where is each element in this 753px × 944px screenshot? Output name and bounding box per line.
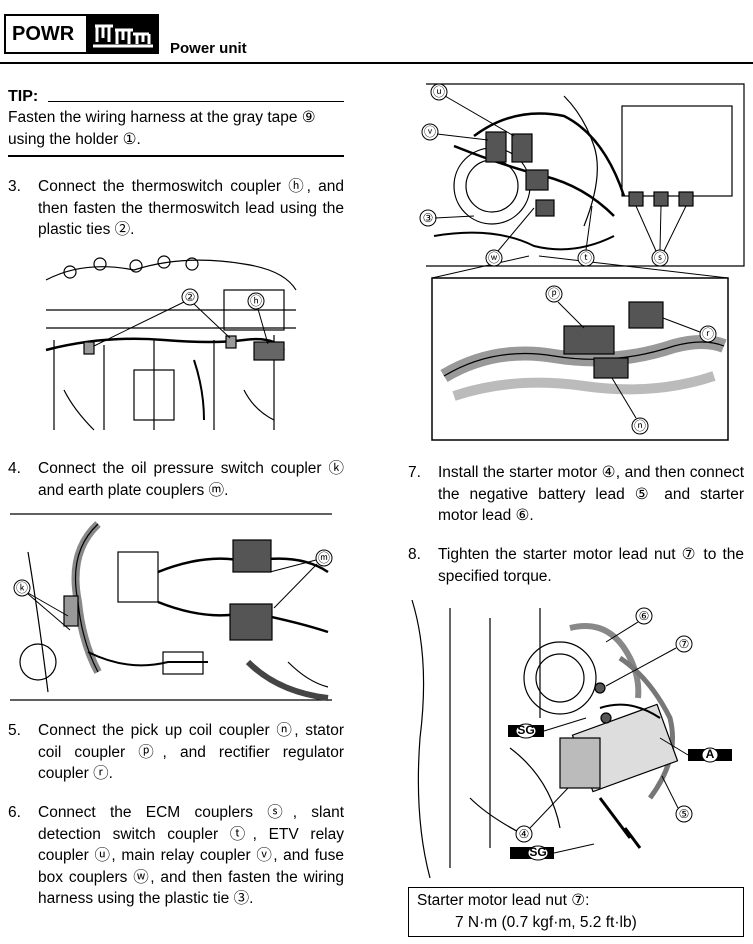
sg-label-top: SG — [517, 723, 534, 737]
callout-6: ⑥ — [639, 609, 650, 623]
starter-motor-illustration: SG A SG ⑥ ⑦ ⑤ ④ — [411, 599, 732, 879]
callout-r: ⓡ — [702, 327, 714, 341]
callout-k: ⓚ — [16, 581, 28, 595]
tip-text: Fasten the wiring harness at the gray ta… — [8, 109, 316, 148]
figure-ecm-couplers: ⓤ ⓥ ③ ⓦ ⓣ ⓢ ⓟ ⓡ ⓝ — [414, 76, 748, 444]
callout-4: ④ — [519, 827, 530, 841]
ecm-illustration: ⓤ ⓥ ③ ⓦ ⓣ ⓢ ⓟ ⓡ ⓝ — [419, 83, 745, 441]
figure-thermoswitch: ② ⓗ — [44, 250, 298, 440]
fig2-callouts: ⓚ ⓜ — [13, 549, 333, 631]
a-label: A — [706, 747, 715, 761]
tip-label: TIP: — [8, 88, 39, 105]
torque-value: 7 N·m (0.7 kgf·m, 5.2 ft·lb) — [455, 914, 637, 931]
callout-p: ⓟ — [548, 287, 560, 301]
callout-3: ③ — [423, 211, 434, 225]
callout-5: ⑤ — [679, 807, 690, 821]
figure-starter-motor: SG A SG ⑥ ⑦ ⑤ ④ — [410, 598, 750, 880]
step-text: Connect the ECM couplers ⓢ, slant detect… — [38, 804, 344, 907]
step-4: 4. Connect the oil pressure switch coupl… — [8, 458, 344, 504]
step-number: 8. — [408, 546, 421, 563]
oil-pressure-illustration: ⓚ ⓜ — [10, 513, 333, 701]
step-text: Connect the oil pressure switch coupler … — [38, 460, 344, 499]
torque-spec-box: Starter motor lead nut ⑦: 7 N·m (0.7 kgf… — [408, 887, 744, 937]
step-7: 7. Install the starter motor ④, and then… — [408, 462, 744, 528]
callout-w: ⓦ — [488, 251, 500, 265]
step-text: Connect the pick up coil coupler ⓝ, stat… — [38, 722, 344, 782]
callout-u: ⓤ — [433, 85, 445, 99]
thermoswitch-illustration: ② ⓗ — [45, 255, 297, 431]
step-number: 7. — [408, 464, 421, 481]
step-number: 3. — [8, 178, 21, 195]
page-title: Power unit — [170, 40, 247, 57]
callout-n: ⓝ — [634, 419, 646, 433]
callout-t: ⓣ — [580, 251, 592, 265]
callout-v: ⓥ — [424, 125, 436, 139]
step-number: 6. — [8, 804, 21, 821]
header-divider — [0, 62, 753, 64]
step-text: Connect the thermoswitch coupler ⓗ, and … — [38, 178, 344, 238]
step-number: 5. — [8, 722, 21, 739]
step-5: 5. Connect the pick up coil coupler ⓝ, s… — [8, 720, 344, 786]
step-text: Tighten the starter motor lead nut ⑦ to … — [438, 546, 744, 585]
page-header: POWR Power unit — [0, 0, 753, 64]
step-number: 4. — [8, 460, 21, 477]
callout-s: ⓢ — [654, 251, 666, 265]
step-3: 3. Connect the thermoswitch coupler ⓗ, a… — [8, 176, 344, 242]
section-code: POWR — [4, 14, 88, 54]
figure-oil-pressure: ⓚ ⓜ — [8, 512, 334, 702]
sg-label-bottom: SG — [529, 845, 546, 859]
fig4-symbols: SG A SG — [508, 717, 732, 861]
step-8: 8. Tighten the starter motor lead nut ⑦ … — [408, 544, 744, 590]
tip-divider-top — [48, 101, 344, 102]
tip-divider-bottom — [8, 155, 344, 157]
step-text: Install the starter motor ④, and then co… — [438, 464, 744, 524]
torque-label: Starter motor lead nut ⑦: — [417, 892, 590, 909]
step-6: 6. Connect the ECM couplers ⓢ, slant det… — [8, 802, 344, 912]
callout-m: ⓜ — [318, 551, 330, 565]
fig3-callouts: ⓤ ⓥ ③ ⓦ ⓣ ⓢ ⓟ ⓡ ⓝ — [419, 83, 717, 435]
callout-2: ② — [185, 290, 196, 304]
fig4-callouts: ⑥ ⑦ ⑤ ④ — [515, 607, 693, 843]
callout-h: ⓗ — [250, 294, 262, 308]
fig1-callouts: ② ⓗ — [93, 288, 269, 347]
callout-7: ⑦ — [679, 637, 690, 651]
engine-icon — [87, 14, 159, 54]
